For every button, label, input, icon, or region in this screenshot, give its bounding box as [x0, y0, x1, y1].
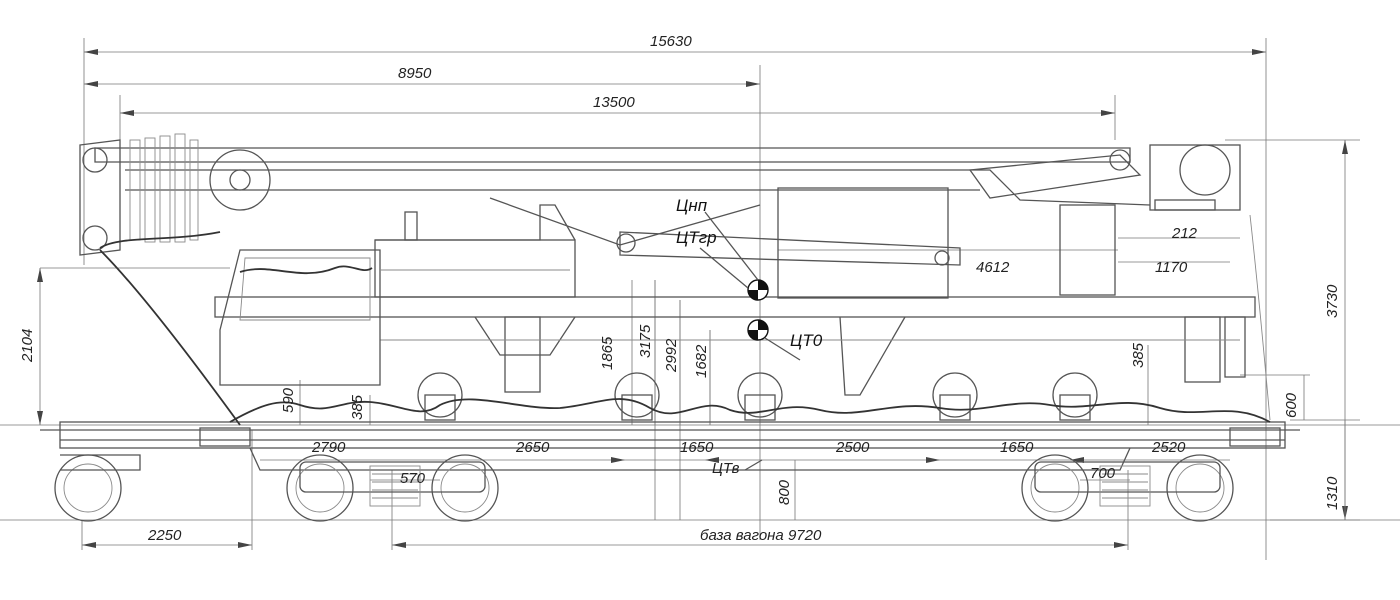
dim-2992: 2992 [663, 338, 680, 373]
dim-1310: 1310 [1324, 476, 1341, 510]
extension-lines [0, 38, 1400, 560]
dim-385-right: 385 [1130, 342, 1147, 368]
dim-1650-a: 1650 [680, 439, 714, 456]
left-bogie [286, 454, 499, 522]
dim-13500: 13500 [593, 94, 635, 111]
dim-1170: 1170 [1155, 259, 1188, 276]
crane-boom [94, 144, 1241, 299]
label-ct-gr: ЦТгр [676, 228, 717, 247]
dim-1682: 1682 [693, 344, 710, 378]
crane-carriage [214, 296, 1256, 396]
right-bogie [1021, 454, 1234, 522]
dim-2104: 2104 [19, 329, 36, 363]
dimension-labels: 15630 8950 13500 4612 212 1170 3730 2104… [19, 33, 1341, 544]
dim-4612: 4612 [976, 259, 1010, 276]
cog-labels: Цнп ЦТгр ЦТ0 ЦТв [676, 196, 823, 477]
label-ct-0: ЦТ0 [790, 331, 823, 350]
dim-2650: 2650 [515, 439, 550, 456]
dim-1865: 1865 [599, 336, 616, 370]
dim-wagon-base: база вагона 9720 [700, 527, 822, 544]
railcar-frame [40, 421, 1300, 471]
dimension-lines [37, 49, 1348, 548]
dim-600: 600 [1283, 392, 1300, 418]
dim-1650-b: 1650 [1000, 439, 1034, 456]
label-ct-v: ЦТв [712, 460, 740, 477]
dim-3175: 3175 [637, 324, 654, 358]
dim-385-left: 385 [349, 394, 366, 420]
dim-212: 212 [1171, 225, 1198, 242]
dim-590: 590 [280, 387, 297, 413]
dim-3730: 3730 [1324, 284, 1341, 318]
dim-overall-length: 15630 [650, 33, 692, 50]
dim-800: 800 [776, 479, 793, 505]
crane-cab [219, 204, 576, 386]
label-cnp: Цнп [676, 196, 708, 215]
dim-700: 700 [1090, 465, 1116, 482]
dim-8950: 8950 [398, 65, 432, 82]
dim-2500: 2500 [835, 439, 870, 456]
adjacent-wagon-wheel [54, 454, 141, 522]
dim-2790: 2790 [311, 439, 346, 456]
boom-head [79, 133, 1271, 426]
dim-2250: 2250 [147, 527, 182, 544]
dim-570: 570 [400, 470, 426, 487]
cog-markers [699, 211, 801, 471]
dim-2520: 2520 [1151, 439, 1186, 456]
outrigger-supports [229, 372, 1271, 423]
